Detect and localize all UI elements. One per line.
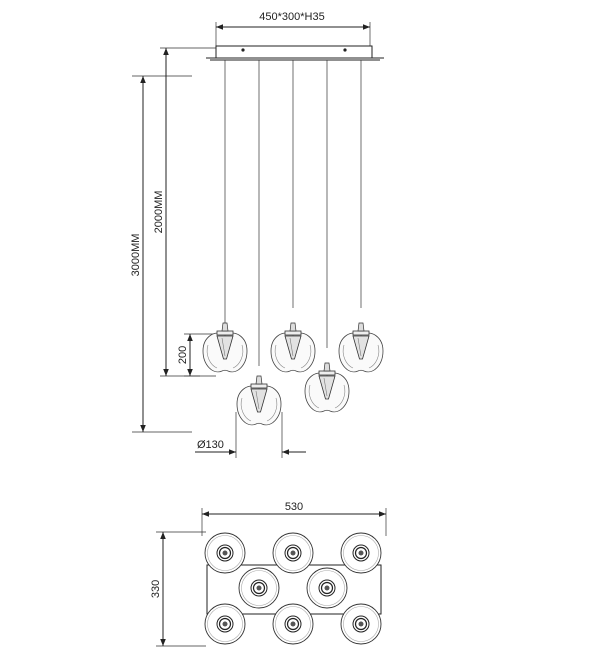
pendant-shade: [202, 322, 248, 373]
pendant-shade: [338, 322, 384, 373]
elevation-view: 450*300*H35 3000MM 2000MM: [130, 11, 384, 458]
shade-height-label: 200: [177, 346, 189, 364]
shade-diameter-dimension: Ø130: [195, 412, 306, 458]
overall-height-dimension: 3000MM: [130, 75, 192, 433]
plan-lamp: [272, 532, 314, 574]
cable-length-label: 2000MM: [153, 191, 165, 234]
plan-depth-label: 330: [150, 580, 162, 598]
pendant-shades: [202, 322, 384, 426]
pendant-shade: [236, 375, 282, 426]
pendant-shade: [304, 362, 350, 413]
plan-lamp: [340, 532, 382, 574]
plan-lamp: [272, 603, 314, 645]
canopy-dimension-label: 450*300*H35: [259, 11, 324, 23]
plan-lamp: [238, 567, 280, 609]
overall-height-label: 3000MM: [130, 234, 142, 277]
shade-diameter-label: Ø130: [197, 439, 224, 451]
canopy: [206, 45, 384, 61]
plan-width-label: 530: [285, 501, 303, 513]
canopy-dimension: 450*300*H35: [215, 11, 371, 46]
plan-view: 530 330: [150, 501, 387, 647]
pendant-cables: [224, 60, 362, 366]
shade-height-dimension: 200: [177, 333, 216, 377]
cable-length-dimension: 2000MM: [153, 47, 216, 377]
plan-width-dimension: 530: [201, 501, 387, 536]
plan-lamp: [340, 603, 382, 645]
plan-lamp: [306, 567, 348, 609]
plan-lamp: [204, 532, 246, 574]
plan-depth-dimension: 330: [150, 531, 206, 647]
plan-lamp-positions: [204, 532, 382, 645]
pendant-shade: [270, 322, 316, 373]
plan-lamp: [204, 603, 246, 645]
